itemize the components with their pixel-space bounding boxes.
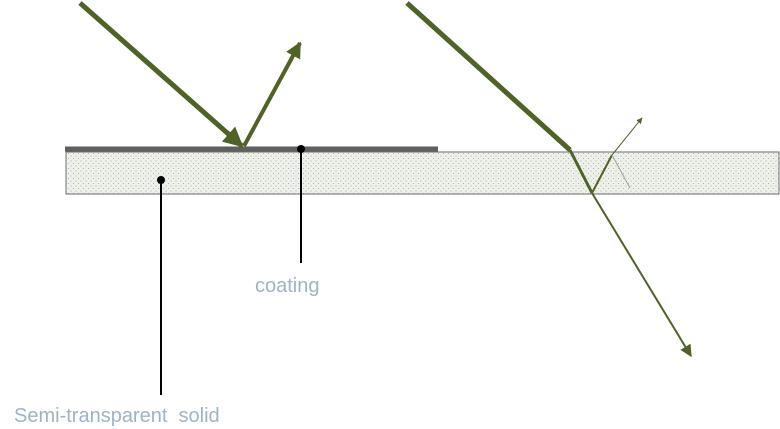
internal-reflection-ray — [591, 154, 613, 194]
semi-transparent-solid-label: Semi-transparent solid — [14, 405, 220, 427]
reflected-ray-coated — [242, 41, 302, 147]
exiting-ray-top — [611, 117, 643, 156]
transmitted-ray — [591, 192, 692, 358]
coating-label: coating — [255, 275, 320, 297]
semi-transparent-solid — [65, 151, 780, 195]
refracted-ray-inside — [568, 149, 594, 194]
solid-leader-dot — [157, 176, 165, 184]
faint-secondary-ray — [611, 154, 631, 189]
incident-ray-uncoated — [405, 1, 572, 152]
coating-leader-dot — [297, 145, 305, 153]
incident-ray-coated — [78, 1, 244, 148]
